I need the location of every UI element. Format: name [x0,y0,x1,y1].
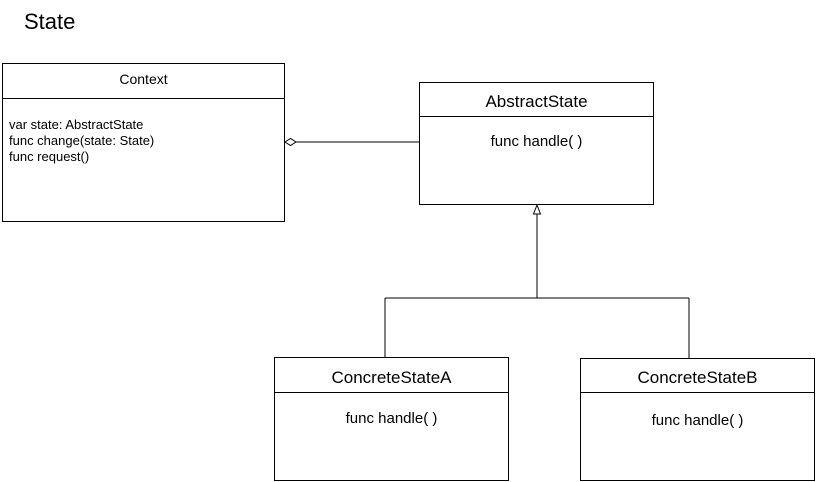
member-state-var: var state: AbstractState [9,117,144,132]
member-handle-func: func handle( ) [345,410,438,427]
class-concrete-state-a-members: func handle( ) [275,393,508,429]
class-context-members: var state: AbstractState func change(sta… [3,99,284,165]
aggregation-diamond [284,137,297,147]
class-abstract-state-members: func handle( ) [420,117,653,152]
class-concrete-state-a[interactable]: ConcreteStateA func handle( ) [274,357,509,481]
class-abstract-state-name: AbstractState [420,83,653,117]
class-concrete-state-b[interactable]: ConcreteStateB func handle( ) [580,358,815,481]
diagram-title: State [24,9,76,34]
member-handle-func: func handle( ) [490,133,583,150]
class-concrete-state-b-name: ConcreteStateB [581,359,814,393]
member-handle-func: func handle( ) [651,412,744,429]
class-context-name: Context [3,64,284,99]
class-concrete-state-b-members: func handle( ) [581,393,814,431]
class-context[interactable]: Context var state: AbstractState func ch… [2,63,285,222]
member-change-func: func change(state: State) [9,133,155,148]
generalization-arrowhead [532,203,542,215]
class-concrete-state-a-name: ConcreteStateA [275,358,508,393]
member-request-func: func request() [9,149,90,164]
class-abstract-state[interactable]: AbstractState func handle( ) [419,82,654,205]
